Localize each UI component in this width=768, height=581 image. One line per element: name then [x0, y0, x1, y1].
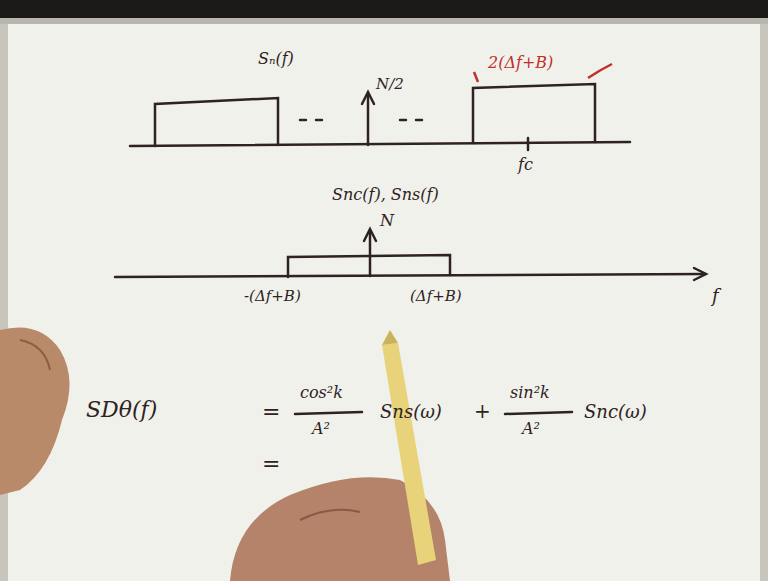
bandwidth-label: 2(Δf+B) — [488, 54, 553, 72]
psd-term: Sns(ω) — [380, 402, 442, 422]
axis-label: -(Δf+B) — [244, 288, 301, 305]
plus-sign: + — [474, 400, 491, 422]
height-label: N/2 — [376, 76, 404, 93]
denominator: A² — [312, 420, 330, 438]
axis-label: (Δf+B) — [410, 288, 462, 305]
psd-term: Snc(ω) — [584, 402, 647, 422]
equals-sign: = — [262, 400, 280, 424]
numerator: cos²k — [300, 384, 343, 402]
axis-label: f — [712, 286, 719, 306]
psd-symbol: SDθ(f) — [86, 398, 157, 422]
spectrum-label: Sₙ(f) — [258, 50, 294, 68]
denominator: A² — [522, 420, 540, 438]
height-label: N — [380, 212, 394, 230]
equals-sign: = — [262, 452, 280, 476]
numerator: sin²k — [510, 384, 550, 402]
axis-label: fc — [518, 156, 533, 174]
spectrum-label: Snc(f), Sns(f) — [332, 186, 439, 204]
